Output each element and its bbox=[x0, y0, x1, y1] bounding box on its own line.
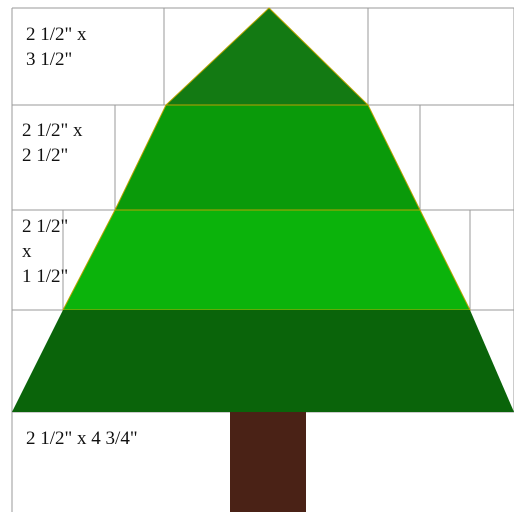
tree-tier-1 bbox=[164, 7, 370, 106]
row-3-label: 2 1/2" x 1 1/2" bbox=[22, 216, 69, 287]
tree-tier-4 bbox=[12, 310, 514, 412]
tree-tier-2 bbox=[114, 104, 421, 211]
row-1-label: 2 1/2" x 3 1/2" bbox=[26, 24, 87, 70]
tree-tier-3 bbox=[62, 209, 471, 311]
tree-trunk bbox=[230, 412, 306, 512]
row-2-label: 2 1/2" x 2 1/2" bbox=[22, 120, 83, 166]
row-5-label: 2 1/2" x 4 3/4" bbox=[26, 428, 138, 449]
